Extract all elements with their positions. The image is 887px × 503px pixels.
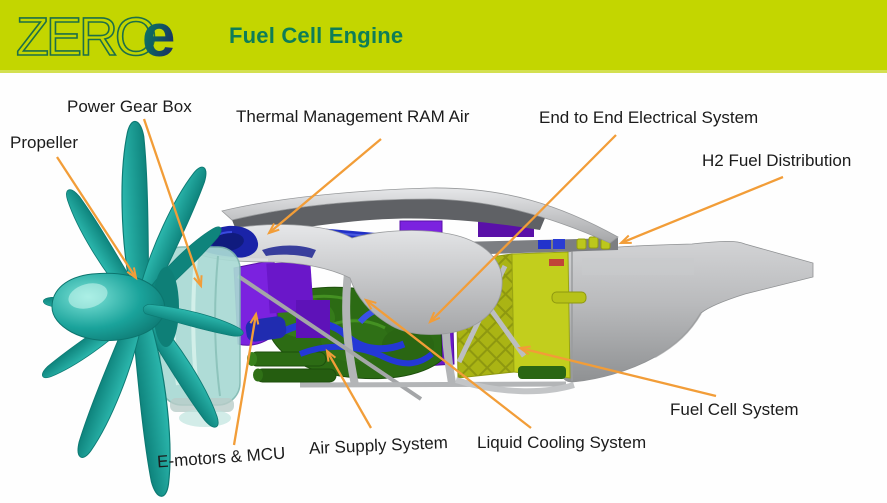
arrow-air-supply: [325, 348, 372, 429]
arrow-electrical: [428, 134, 617, 324]
arrow-fuel-cell: [517, 345, 717, 398]
arrow-thermal: [266, 138, 382, 235]
mcu-unit: [233, 259, 330, 346]
label-fuel-cell-system: Fuel Cell System: [670, 400, 799, 419]
label-liquid-cooling: Liquid Cooling System: [477, 433, 647, 452]
front-blade: [142, 303, 244, 337]
aux-component: [549, 259, 564, 266]
arrow-h2: [618, 175, 784, 245]
zeroe-logo: ZERO e: [15, 2, 175, 69]
header-bar: ZERO e Fuel Cell Engine: [0, 0, 887, 73]
arrow-propeller: [56, 156, 138, 281]
logo-e-text: e: [142, 2, 175, 69]
engine-illustration: [42, 118, 814, 497]
spinner: [51, 267, 179, 347]
label-power-gear-box: Power Gear Box: [67, 97, 192, 116]
label-h2-fuel-distribution: H2 Fuel Distribution: [702, 151, 852, 170]
logo-zero-text: ZERO: [16, 7, 155, 67]
fuel-cell-pipe: [551, 291, 587, 304]
label-thermal-management: Thermal Management RAM Air: [236, 107, 470, 126]
arrow-power-gear-box: [142, 118, 203, 289]
arrow-e-motors: [232, 311, 260, 446]
label-propeller: Propeller: [10, 133, 79, 152]
label-electrical-system: End to End Electrical System: [539, 108, 759, 127]
diagram-canvas: Propeller Power Gear Box Thermal Managem…: [0, 73, 887, 503]
callout-arrows: [56, 118, 784, 446]
arrow-liquid-cooling: [363, 298, 532, 429]
rear-nacelle: [561, 240, 814, 383]
page-title: Fuel Cell Engine: [229, 23, 404, 48]
